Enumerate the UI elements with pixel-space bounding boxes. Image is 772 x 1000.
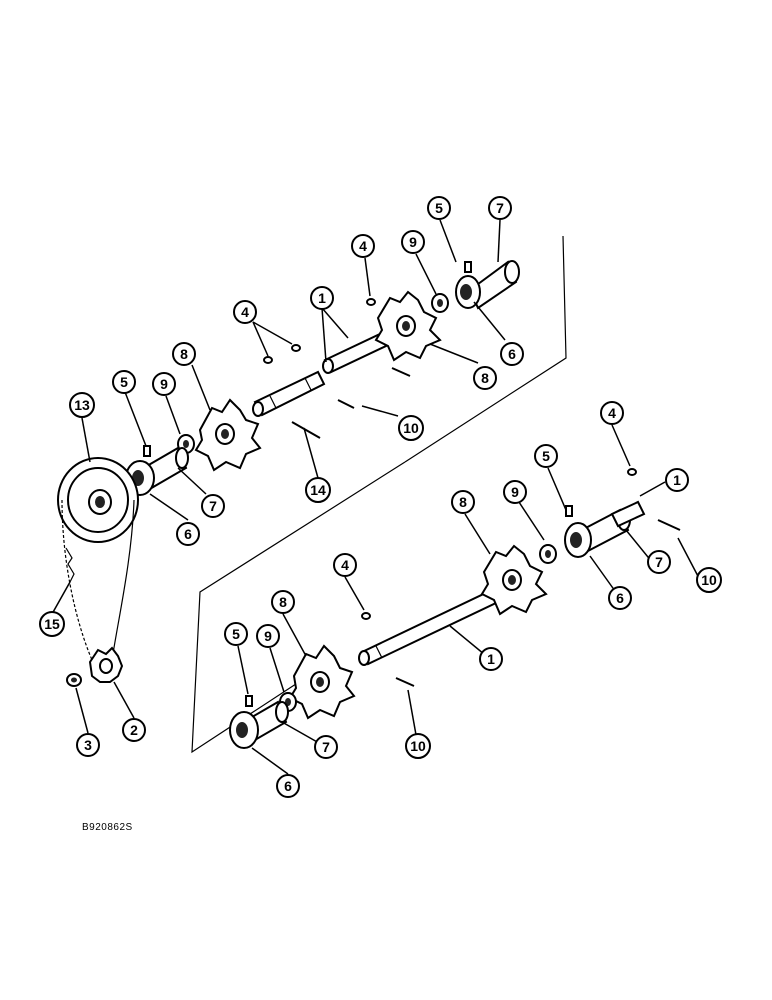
svg-text:7: 7 [209,498,217,514]
svg-text:15: 15 [44,616,60,632]
callout-item-4: 4 [600,401,624,425]
callout-item-6: 6 [608,586,632,610]
lower-right-sprocket [480,544,548,616]
callout-item-7: 7 [201,494,225,518]
upper-right-sprocket [374,290,442,362]
callout-balloons: 1 4 4 9 5 7 8 8 6 10 14 13 5 9 7 6 15 3 … [39,196,722,798]
svg-text:4: 4 [241,304,249,320]
svg-text:2: 2 [130,722,138,738]
callout-item-7: 7 [488,196,512,220]
svg-text:4: 4 [341,557,349,573]
callout-item-6: 6 [500,342,524,366]
callout-item-9: 9 [152,372,176,396]
callout-item-10: 10 [405,733,431,759]
svg-text:1: 1 [487,651,495,667]
upper-left-sprocket [194,398,262,472]
upper-shaft [252,332,388,417]
svg-text:7: 7 [322,739,330,755]
callout-item-8: 8 [271,590,295,614]
callout-item-9: 9 [401,230,425,254]
svg-text:6: 6 [508,346,516,362]
drive-chain-assembly [61,499,135,687]
upper-right-washer [431,293,449,313]
svg-text:3: 3 [84,737,92,753]
callout-item-3: 3 [76,733,100,757]
svg-text:8: 8 [481,370,489,386]
svg-text:8: 8 [279,594,287,610]
upper-shaft-assembly [57,260,520,543]
svg-text:10: 10 [410,738,426,754]
callout-item-5: 5 [427,196,451,220]
callout-item-15: 15 [39,611,65,637]
svg-text:9: 9 [409,234,417,250]
callout-item-9: 9 [256,624,280,648]
svg-text:4: 4 [608,405,616,421]
lower-shaft-assembly [229,468,681,749]
svg-text:14: 14 [310,482,326,498]
callout-item-7: 7 [647,550,671,574]
lower-pins [361,468,681,687]
lower-left-bearing [229,695,289,749]
callout-item-8: 8 [451,490,475,514]
callout-item-10: 10 [398,415,424,441]
svg-text:6: 6 [284,778,292,794]
svg-text:7: 7 [655,554,663,570]
svg-text:10: 10 [701,572,717,588]
svg-text:7: 7 [496,200,504,216]
callout-item-8: 8 [473,366,497,390]
svg-text:9: 9 [264,628,272,644]
callout-item-6: 6 [176,522,200,546]
callout-item-5: 5 [224,622,248,646]
upper-right-bearing [455,260,520,310]
callout-item-1: 1 [479,647,503,671]
svg-text:10: 10 [403,420,419,436]
callout-item-2: 2 [122,718,146,742]
callout-item-6: 6 [276,774,300,798]
callout-item-4: 4 [333,553,357,577]
svg-text:5: 5 [232,626,240,642]
svg-text:6: 6 [616,590,624,606]
callout-item-8: 8 [172,342,196,366]
callout-item-5: 5 [112,370,136,394]
svg-text:1: 1 [673,472,681,488]
callout-item-4: 4 [233,300,257,324]
svg-text:8: 8 [180,346,188,362]
svg-text:4: 4 [359,238,367,254]
svg-text:9: 9 [160,376,168,392]
lower-right-bearing [564,500,646,558]
svg-text:1: 1 [318,290,326,306]
svg-text:13: 13 [74,397,90,413]
svg-text:5: 5 [542,448,550,464]
upper-pins [263,298,411,439]
leader-lines [51,219,701,775]
large-drive-sprocket [57,457,139,543]
callout-item-1: 1 [665,468,689,492]
callout-item-4: 4 [351,234,375,258]
lower-shaft [358,588,500,666]
callout-item-7: 7 [314,735,338,759]
figure-reference-code: B920862S [82,822,133,833]
callout-item-9: 9 [503,480,527,504]
callout-item-10: 10 [696,567,722,593]
lower-left-sprocket [288,644,356,720]
callout-item-1: 1 [310,286,334,310]
svg-text:6: 6 [184,526,192,542]
svg-text:9: 9 [511,484,519,500]
svg-text:5: 5 [435,200,443,216]
svg-text:8: 8 [459,494,467,510]
callout-item-13: 13 [69,392,95,418]
callout-item-14: 14 [305,477,331,503]
svg-text:5: 5 [120,374,128,390]
callout-item-5: 5 [534,444,558,468]
